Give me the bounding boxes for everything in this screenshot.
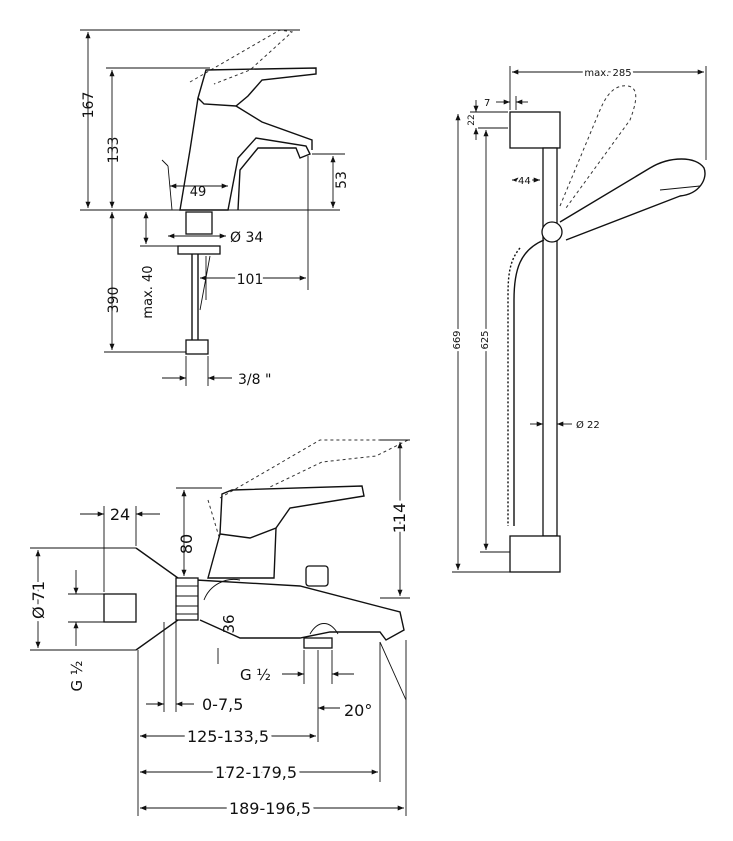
popup-linkage [199, 255, 211, 311]
dim-max-285: max. 285 [584, 68, 631, 79]
mount-shank [185, 211, 213, 235]
shower-rail [542, 147, 558, 537]
s-union [175, 577, 199, 621]
dim-3-8: 3/8 " [238, 372, 271, 388]
popup-rod [161, 159, 173, 211]
handshower-raised-outline [559, 85, 637, 209]
dim-625: 625 [480, 330, 491, 349]
dim-22-top: 22 [467, 114, 477, 125]
dim-172-179-5: 172-179,5 [215, 763, 297, 782]
dim-53: 53 [334, 171, 350, 189]
dim-g-half-bottom: G ½ [240, 666, 271, 684]
diverter-knob [305, 565, 329, 587]
bath-lever [219, 485, 365, 539]
upper-wall-bracket [509, 111, 561, 149]
dim-34: Ø 34 [230, 230, 263, 246]
angle-arc [203, 579, 241, 601]
hose-connector [185, 339, 209, 355]
dim-24: 24 [110, 505, 130, 524]
dim-669: 669 [452, 330, 463, 349]
slider-holder [541, 221, 563, 243]
handshower [559, 158, 706, 241]
bath-lever-raised-outline [219, 439, 409, 499]
dim-20-deg: 20° [344, 701, 372, 720]
dim-189-196-5: 189-196,5 [229, 799, 311, 818]
dim-101: 101 [237, 272, 264, 288]
dim-dia-22: Ø 22 [576, 419, 600, 431]
dim-36: 36 [220, 614, 238, 633]
dim-7: 7 [484, 98, 490, 109]
dim-114: 114 [390, 503, 409, 534]
lever [197, 67, 317, 107]
aerator [309, 623, 339, 635]
dim-167: 167 [81, 92, 97, 119]
dim-g-half-left: G ½ [68, 661, 86, 692]
dim-max-40: max. 40 [141, 265, 156, 318]
bath-body-upper [207, 527, 277, 579]
dim-390: 390 [106, 287, 122, 314]
dim-133: 133 [106, 137, 122, 164]
shower-hose [513, 239, 545, 526]
dim-49: 49 [190, 185, 207, 200]
bath-mixer-figure: 24 80 114 Ø 71 G ½ 36 G ½ 0-7,5 [26, 439, 412, 822]
lower-wall-bracket [509, 535, 561, 573]
dim-dia-71: Ø 71 [29, 581, 48, 619]
spout-top [235, 105, 313, 150]
dim-125-133-5: 125-133,5 [187, 727, 269, 746]
lever-raised-outline [189, 29, 294, 85]
dim-80: 80 [177, 534, 196, 554]
mount-nut [177, 245, 221, 255]
wall-rosette [135, 547, 179, 651]
dim-44: 44 [518, 176, 531, 187]
basin-mixer-figure: 167 133 53 49 Ø 34 101 390 max. 40 3/8 " [80, 29, 350, 388]
shower-rail-figure: max. 285 7 22 669 625 44 Ø 22 [450, 66, 707, 573]
outlet-connector [303, 637, 333, 649]
dim-0-7-5: 0-7,5 [202, 695, 243, 714]
bath-spout [195, 579, 405, 641]
wall-connector [103, 593, 137, 623]
